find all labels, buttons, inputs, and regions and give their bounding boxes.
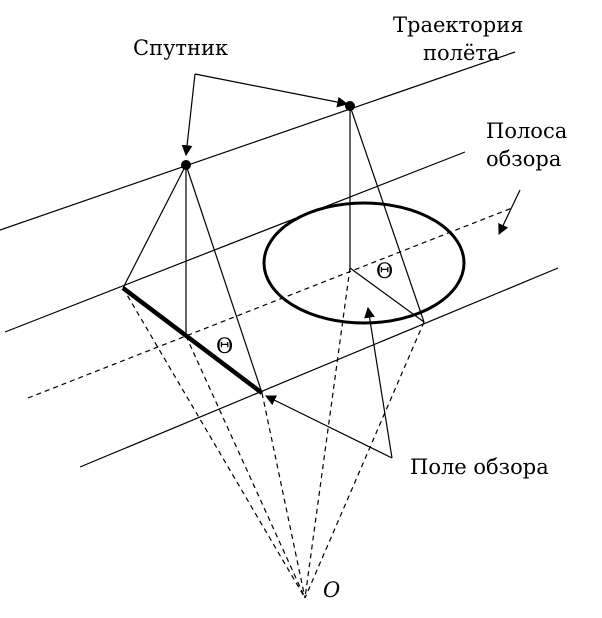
right-satellite-geometry xyxy=(262,101,466,325)
trajectory-label-line2: полёта xyxy=(423,41,500,65)
field-of-view-ellipse xyxy=(262,201,466,325)
swath-pointer-arrow xyxy=(498,189,521,235)
right-satellite-dot xyxy=(345,101,355,111)
trajectory-line xyxy=(0,51,516,231)
swath-lower-edge xyxy=(79,267,559,468)
field-of-view-label: Поле обзора xyxy=(410,455,549,479)
swath-label-line1: Полоса xyxy=(486,119,567,143)
theta-right-label: Θ xyxy=(376,259,393,283)
left-satellite-geometry xyxy=(121,160,264,395)
swath-upper-edge xyxy=(4,151,466,333)
swath-label-line2: обзора xyxy=(486,147,561,171)
satellite-label: Спутник xyxy=(133,36,228,60)
left-satellite-dot xyxy=(181,160,191,170)
rays-to-origin xyxy=(122,267,425,599)
left-scan-line xyxy=(121,286,264,395)
fov-pointer-arrows xyxy=(265,306,393,459)
origin-label: O xyxy=(323,578,340,602)
trajectory-label-line1: Траектория xyxy=(393,13,523,37)
theta-left-label: Θ xyxy=(216,334,233,358)
satellite-pointer-arrows xyxy=(181,73,349,157)
swath-center-line xyxy=(27,207,513,399)
